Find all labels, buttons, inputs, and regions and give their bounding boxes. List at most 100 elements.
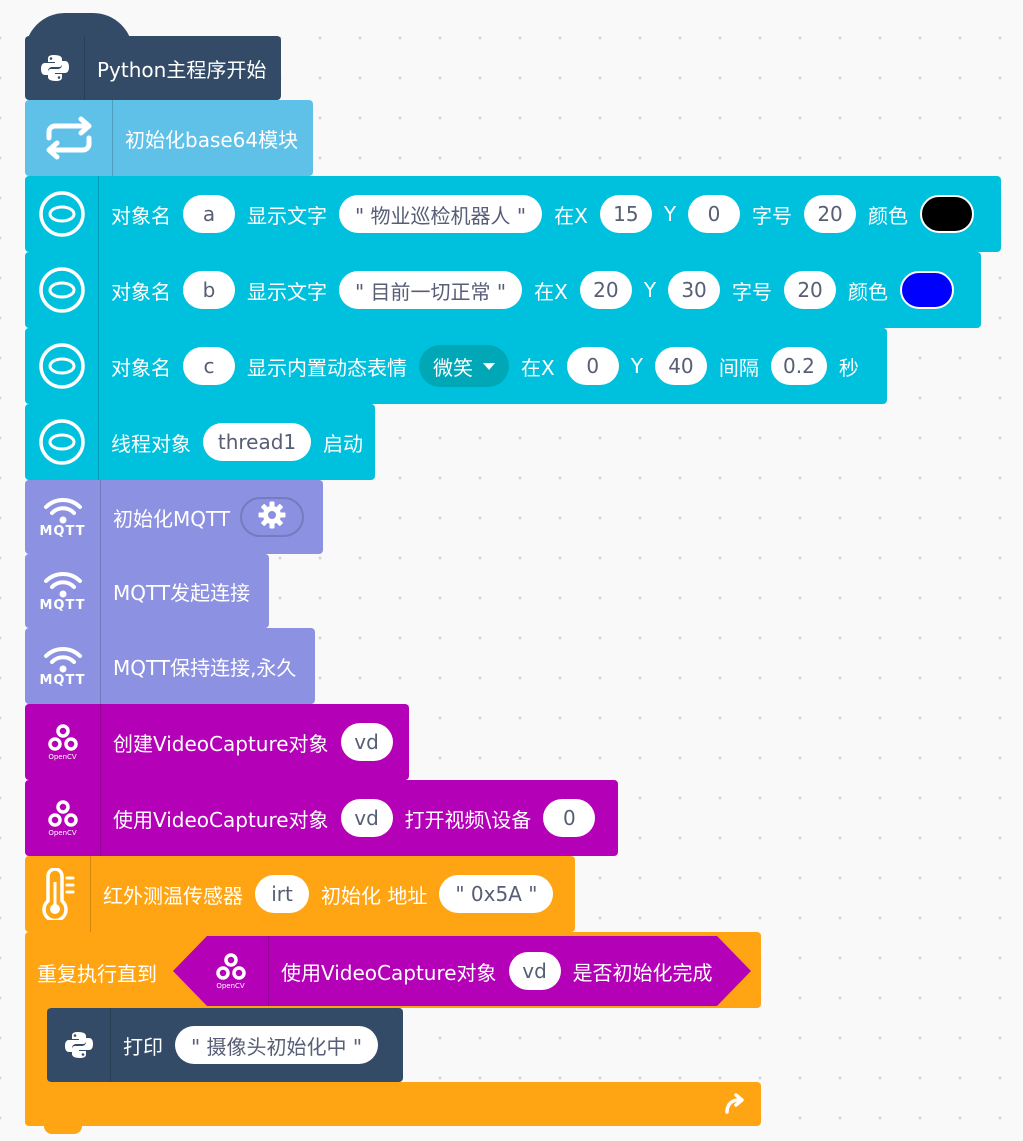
display-emoji-c-block[interactable]: 对象名 c 显示内置动态表情 微笑 在X 0 Y 40 间隔 0.2 秒 <box>25 328 887 404</box>
mqtt-connect-label: MQTT发起连接 <box>113 580 251 605</box>
object-name-input[interactable]: a <box>183 195 235 233</box>
opencv-icon: OpenCV <box>173 936 269 1006</box>
videocapture-create-block[interactable]: OpenCV 创建VideoCapture对象 vd <box>25 704 409 780</box>
condition-suffix-label: 是否初始化完成 <box>572 960 713 985</box>
videocapture-open-block[interactable]: OpenCV 使用VideoCapture对象 vd 打开视频\设备 0 <box>25 780 618 856</box>
show-text-label: 显示文字 <box>247 203 327 228</box>
chevron-down-icon <box>483 362 495 370</box>
ir-sensor-label: 红外测温传感器 <box>103 883 243 908</box>
object-name-input[interactable]: c <box>183 347 235 385</box>
gear-icon <box>257 500 287 535</box>
object-name-input[interactable]: b <box>183 271 235 309</box>
interval-input[interactable]: 0.2 <box>770 347 827 385</box>
thread-name-input[interactable]: thread1 <box>203 423 311 461</box>
object-name-label: 对象名 <box>111 279 171 304</box>
color-swatch-black[interactable] <box>920 195 975 233</box>
x-label: 在X <box>534 279 568 304</box>
address-input[interactable]: " 0x5A " <box>439 875 554 913</box>
opencv-icon-text: OpenCV <box>216 982 245 990</box>
font-size-label: 字号 <box>732 279 773 304</box>
videocapture-var-input[interactable]: vd <box>340 723 393 761</box>
font-size-input[interactable]: 20 <box>804 195 857 233</box>
font-size-input[interactable]: 20 <box>784 271 837 309</box>
show-text-label: 显示文字 <box>247 279 327 304</box>
display-text-b-block[interactable]: 对象名 b 显示文字 " 目前一切正常 " 在X 20 Y 30 字号 20 颜… <box>25 252 981 328</box>
thread-object-label: 线程对象 <box>111 431 191 456</box>
thread-start-label: 启动 <box>323 431 363 456</box>
python-icon <box>25 36 85 100</box>
condition-use-label: 使用VideoCapture对象 <box>281 960 497 985</box>
thermometer-icon <box>25 856 91 932</box>
color-label: 颜色 <box>848 279 889 304</box>
ir-temperature-sensor-block[interactable]: 红外测温传感器 irt 初始化 地址 " 0x5A " <box>25 856 575 932</box>
emoji-dropdown-value: 微笑 <box>433 355 473 380</box>
opencv-icon-text: OpenCV <box>48 829 77 837</box>
display-icon <box>25 328 99 404</box>
x-input[interactable]: 15 <box>599 195 652 233</box>
display-text-a-block[interactable]: 对象名 a 显示文字 " 物业巡检机器人 " 在X 15 Y 0 字号 20 颜… <box>25 176 1001 252</box>
python-icon <box>47 1008 111 1082</box>
videocapture-var-input[interactable]: vd <box>340 799 393 837</box>
repeat-until-arm <box>25 1006 49 1086</box>
thread-start-block[interactable]: 线程对象 thread1 启动 <box>25 404 375 480</box>
y-label: Y <box>663 202 677 226</box>
opencv-icon-text: OpenCV <box>48 753 77 761</box>
mqtt-icon: MQTT <box>25 628 101 704</box>
mqtt-connect-block[interactable]: MQTT MQTT发起连接 <box>25 554 269 628</box>
interval-label: 间隔 <box>718 355 759 380</box>
loop-icon <box>25 100 113 176</box>
text-input[interactable]: " 目前一切正常 " <box>339 271 523 309</box>
color-label: 颜色 <box>868 203 909 228</box>
x-label: 在X <box>521 355 555 380</box>
seconds-label: 秒 <box>838 355 859 380</box>
print-text-input[interactable]: " 摄像头初始化中 " <box>175 1026 379 1064</box>
settings-button[interactable] <box>240 497 305 537</box>
mqtt-icon-text: MQTT <box>39 597 86 613</box>
mqtt-icon-text: MQTT <box>39 523 86 539</box>
init-base64-label: 初始化base64模块 <box>125 127 299 152</box>
repeat-until-label: 重复执行直到 <box>37 962 157 986</box>
mqtt-icon: MQTT <box>25 554 101 628</box>
mqtt-keep-alive-block[interactable]: MQTT MQTT保持连接,永久 <box>25 628 315 704</box>
mqtt-init-label: 初始化MQTT <box>113 506 231 531</box>
device-index-input[interactable]: 0 <box>543 799 596 837</box>
y-input[interactable]: 0 <box>688 195 741 233</box>
x-input[interactable]: 20 <box>579 271 632 309</box>
opencv-icon: OpenCV <box>25 780 101 856</box>
mqtt-icon: MQTT <box>25 480 101 554</box>
condition-var-input[interactable]: vd <box>509 952 561 990</box>
x-label: 在X <box>554 203 588 228</box>
repeat-until-notch <box>44 1124 82 1134</box>
open-device-label: 打开视频\设备 <box>404 807 532 832</box>
loop-arrow-icon <box>722 1092 748 1120</box>
object-name-label: 对象名 <box>111 203 171 228</box>
display-icon <box>25 404 99 480</box>
videocapture-opened-condition[interactable]: OpenCV 使用VideoCapture对象 vd 是否初始化完成 <box>173 936 751 1006</box>
opencv-icon: OpenCV <box>25 704 101 780</box>
y-label: Y <box>630 354 643 378</box>
y-label: Y <box>643 278 657 302</box>
emoji-dropdown[interactable]: 微笑 <box>419 345 509 387</box>
ir-var-input[interactable]: irt <box>255 875 309 913</box>
init-base64-block[interactable]: 初始化base64模块 <box>25 100 313 176</box>
repeat-until-footer[interactable] <box>25 1082 761 1126</box>
x-input[interactable]: 0 <box>566 347 619 385</box>
show-emoji-label: 显示内置动态表情 <box>247 355 407 380</box>
display-icon <box>25 252 99 328</box>
init-address-label: 初始化 地址 <box>321 883 428 908</box>
text-input[interactable]: " 物业巡检机器人 " <box>339 195 543 233</box>
python-main-start-label: Python主程序开始 <box>97 57 267 82</box>
color-swatch-blue[interactable] <box>900 271 955 309</box>
mqtt-icon-text: MQTT <box>39 672 86 688</box>
print-label: 打印 <box>123 1034 163 1059</box>
print-block[interactable]: 打印 " 摄像头初始化中 " <box>47 1008 403 1082</box>
mqtt-keep-label: MQTT保持连接,永久 <box>113 655 297 680</box>
y-input[interactable]: 30 <box>668 271 721 309</box>
display-icon <box>25 176 99 252</box>
y-input[interactable]: 40 <box>654 347 707 385</box>
videocapture-create-label: 创建VideoCapture对象 <box>113 731 329 756</box>
font-size-label: 字号 <box>752 203 793 228</box>
videocapture-use-label: 使用VideoCapture对象 <box>113 807 329 832</box>
mqtt-init-block[interactable]: MQTT 初始化MQTT <box>25 480 323 554</box>
python-main-start-block[interactable]: Python主程序开始 <box>25 36 281 100</box>
